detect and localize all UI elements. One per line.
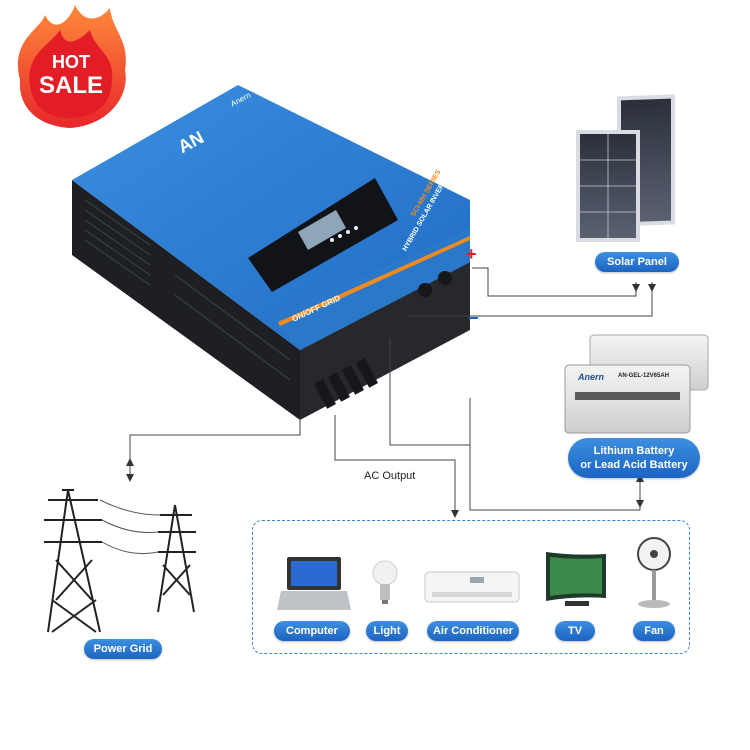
appliance-label-light: Light: [366, 621, 408, 641]
light-bulb-icon: [372, 560, 398, 604]
arrowheads: [126, 284, 656, 518]
power-grid-label: Power Grid: [84, 639, 162, 659]
battery-image: [564, 334, 709, 434]
solar-panel-image: [576, 94, 675, 242]
fan-icon: [637, 537, 671, 608]
appliance-label-fan: Fan: [633, 621, 675, 641]
battery-label-line1: Lithium Battery: [593, 445, 675, 457]
solar-panel-label: Solar Panel: [595, 252, 679, 272]
hot-sale-badge: [17, 5, 126, 128]
minus-sign: −: [468, 308, 479, 328]
connection-lines: [129, 267, 653, 516]
sale-label: SALE: [38, 72, 103, 99]
laptop-icon: [277, 557, 351, 610]
battery-label: Lithium Battery or Lead Acid Battery: [568, 438, 700, 478]
hot-label: HOT: [52, 52, 90, 72]
plus-sign: +: [466, 244, 477, 264]
battery-brand: Anern: [578, 372, 605, 382]
appliance-label-air-conditioner: Air Conditioner: [427, 621, 519, 641]
appliance-label-computer: Computer: [274, 621, 350, 641]
appliances-group: [252, 520, 690, 654]
hybrid-solar-inverter: [72, 85, 470, 420]
power-grid-towers: [44, 489, 196, 633]
battery-model: AN-GEL-12V65AH: [618, 373, 670, 379]
tv-icon: [546, 552, 606, 606]
battery-label-line2: or Lead Acid Battery: [580, 459, 688, 471]
ac-output-label: AC Output: [364, 470, 416, 482]
air-conditioner-icon: [424, 571, 520, 603]
appliance-label-tv: TV: [555, 621, 595, 641]
power-lines: [99, 499, 161, 555]
